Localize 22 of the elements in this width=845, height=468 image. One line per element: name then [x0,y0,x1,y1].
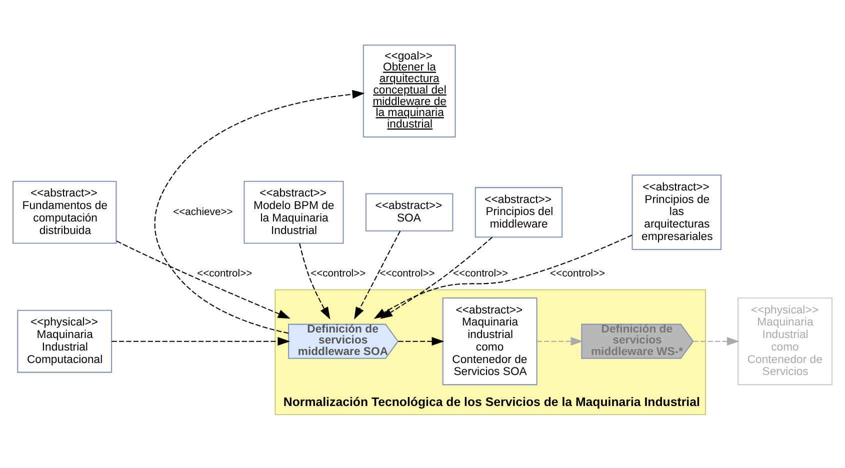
node-box: <<goal>> Obtener la arquitectura conceptual del middleware de la maquinaria industrial [362,44,456,138]
node-box: <<physical>> Maquinaria Industrial Computacional [17,310,112,373]
node-box: <<physical>> Maquinaria Industrial como Contenedor de Servicios [738,297,832,386]
node-box: <<abstract>> Principios de las arquitecturas empresariales [632,174,722,250]
edge-label: <<control>> [310,268,366,280]
arrow [536,337,584,346]
node-box: <<abstract>> Fundamentos de computación distribuida [12,180,117,244]
arrow [299,243,330,320]
edge-label: <<control>> [453,268,508,280]
edge-label: <<control>> [380,268,435,280]
node-box: <<abstract>> Principios del middleware [474,187,563,238]
node-box: <<abstract>> Maquinaria industrial como Contenedor de Servicios SOA [442,297,538,386]
edge-label: <<achieve>> [173,206,233,218]
arrow [693,337,740,346]
arrow [398,337,444,346]
arrow [116,240,290,319]
edge-label: <<control>> [550,268,606,280]
node-box: <<abstract>> Modelo BPM de la Maquinaria Industrial [244,180,344,244]
arrow [112,337,290,346]
edge-label: <<control>> [197,268,252,280]
arrow [154,90,365,334]
node-box: <<abstract>> SOA [365,193,454,232]
